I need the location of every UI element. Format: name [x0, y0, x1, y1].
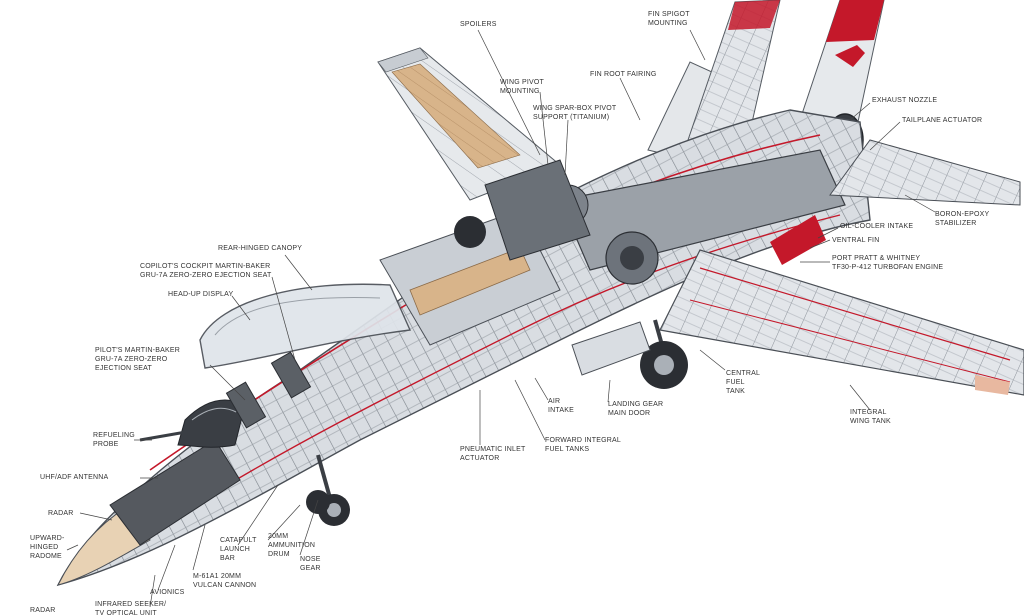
label-pilot-ejection-seat: PILOT'S MARTIN-BAKER GRU-7A ZERO-ZERO EJ…	[95, 347, 180, 372]
label-upward-hinged-radome: UPWARD- HINGED RADOME	[30, 535, 65, 560]
label-exhaust-nozzle: EXHAUST NOZZLE	[872, 97, 938, 104]
label-infrared-seeker: INFRARED SEEKER/ TV OPTICAL UNIT	[95, 601, 167, 615]
landing-gear	[139, 216, 688, 526]
label-wing-spar-box: WING SPAR-BOX PIVOT SUPPORT (TITANIUM)	[533, 105, 617, 121]
label-forward-integral-fuel-tanks: FORWARD INTEGRAL FUEL TANKS	[545, 437, 621, 453]
label-catapult-launch-bar: CATAPULT LAUNCH BAR	[220, 537, 257, 562]
label-avionics: AVIONICS	[150, 589, 185, 596]
label-copilot-ejection-seat: COPILOT'S COCKPIT MARTIN-BAKER GRU-7A ZE…	[140, 263, 272, 279]
label-radar-dish: RADAR	[30, 607, 56, 614]
label-vulcan-cannon: M-61A1 20MM VULCAN CANNON	[193, 573, 257, 589]
label-head-up-display: HEAD-UP DISPLAY	[168, 291, 234, 298]
label-pneumatic-inlet-actuator: PNEUMATIC INLET ACTUATOR	[460, 446, 526, 462]
label-landing-gear-main-door: LANDING GEAR MAIN DOOR	[608, 401, 664, 417]
canopy	[177, 283, 412, 448]
label-ventral-fin: VENTRAL FIN	[832, 237, 880, 244]
label-uhf-adf-antenna: UHF/ADF ANTENNA	[40, 474, 109, 481]
label-integral-wing-tank: INTEGRAL WING TANK	[850, 409, 891, 425]
label-radar: RADAR	[48, 510, 74, 517]
fuselage	[56, 109, 871, 587]
label-oil-cooler-intake: OIL-COOLER INTAKE	[840, 223, 914, 230]
leader-lines	[66, 29, 936, 608]
label-nose-gear: NOSE GEAR	[300, 556, 321, 572]
label-boron-epoxy-stabilizer: BORON-EPOXY STABILIZER	[935, 211, 990, 227]
label-tailplane-actuator: TAILPLANE ACTUATOR	[902, 117, 983, 124]
vertical-fins	[647, 0, 885, 161]
label-fin-spigot-mounting: FIN SPIGOT MOUNTING	[648, 11, 690, 27]
label-wing-pivot-mounting: WING PIVOT MOUNTING	[500, 79, 544, 95]
label-fin-root-fairing: FIN ROOT FAIRING	[590, 71, 657, 78]
port-wing	[377, 47, 561, 201]
horizontal-stabilizer	[829, 139, 1021, 206]
label-rear-hinged-canopy: REAR-HINGED CANOPY	[218, 245, 303, 252]
label-refueling-probe: REFUELING PROBE	[93, 432, 135, 448]
starboard-wing	[659, 249, 1024, 396]
label-turbofan-engine: PORT PRATT & WHITNEY TF30-P-412 TURBOFAN…	[832, 255, 944, 271]
label-air-intake: AIR INTAKE	[548, 398, 574, 414]
ejection-seats	[225, 351, 312, 429]
label-spoilers: SPOILERS	[460, 21, 497, 28]
label-central-fuel-tank: CENTRAL FUEL TANK	[726, 370, 761, 395]
label-ammunition-drum: 20MM AMMUNITION DRUM	[268, 533, 316, 558]
